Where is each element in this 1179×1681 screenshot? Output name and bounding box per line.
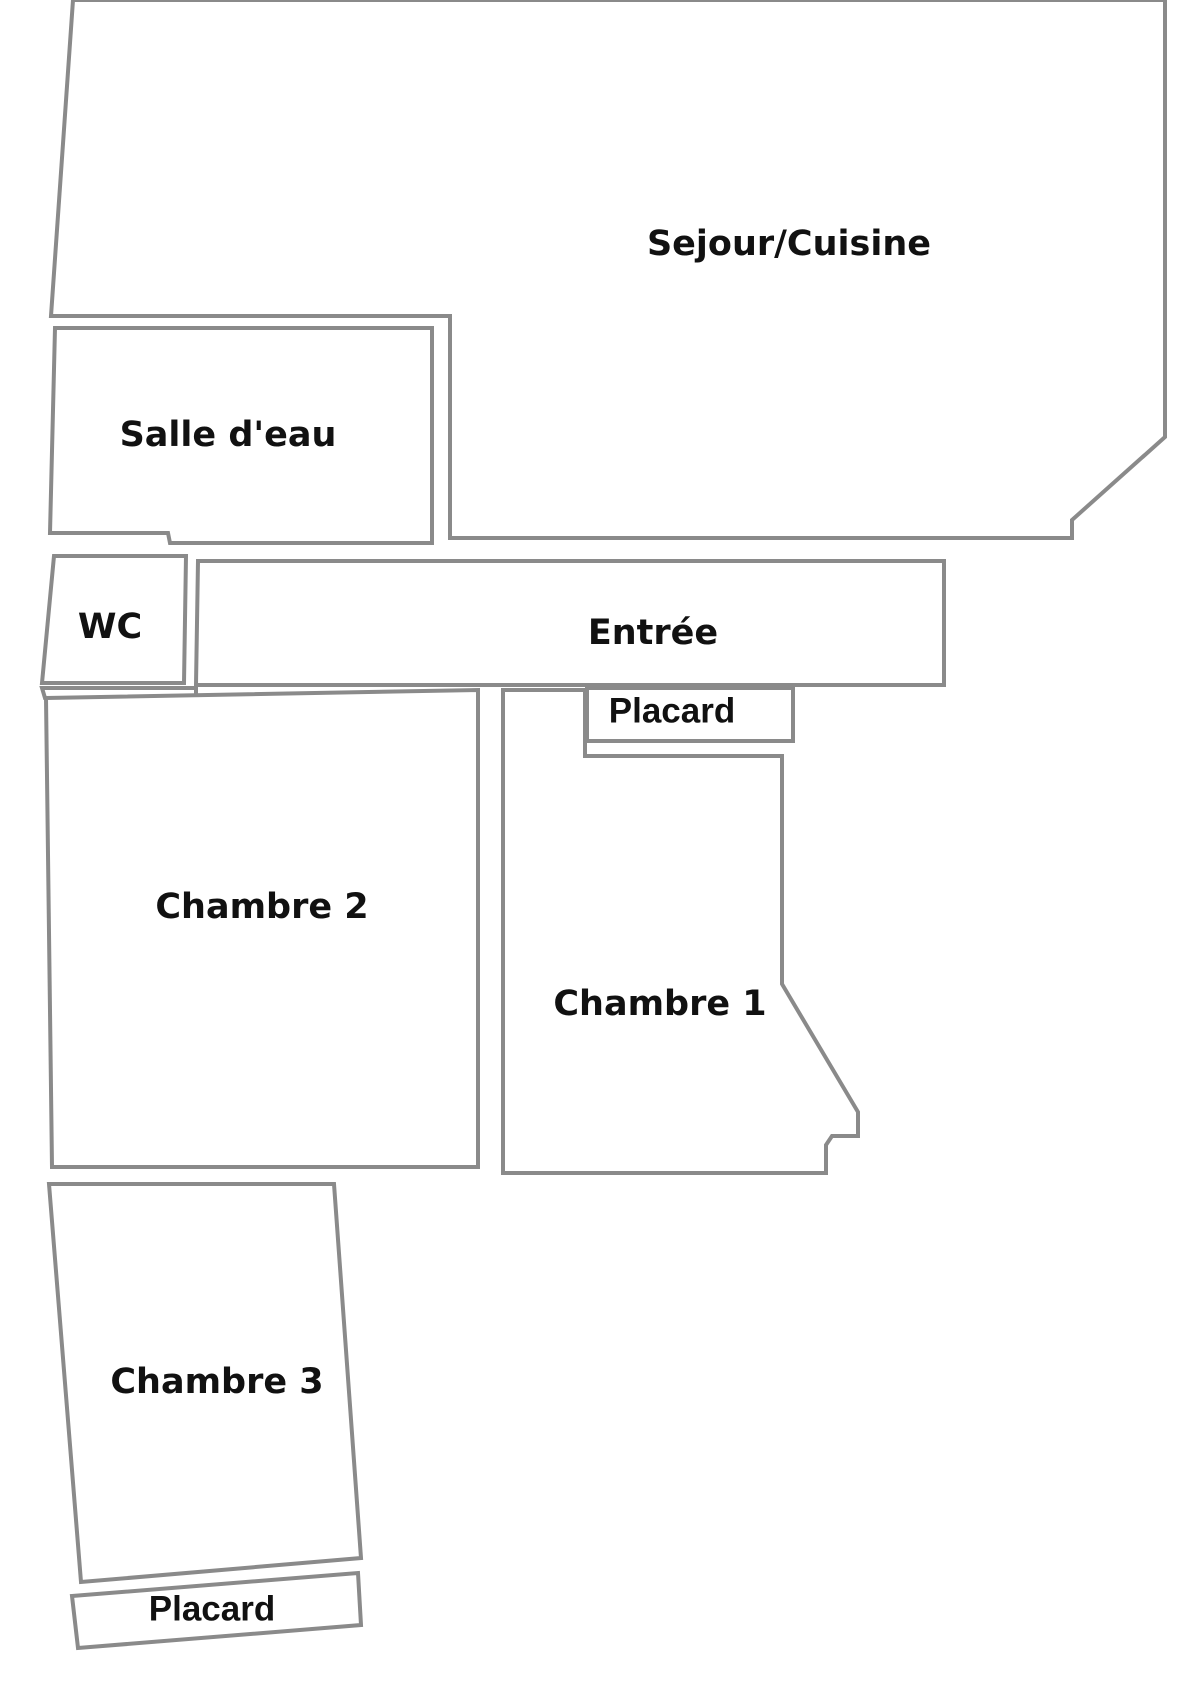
room-salle-deau-label: Salle d'eau	[120, 415, 337, 455]
room-chambre-2-label: Chambre 2	[155, 887, 368, 927]
room-sejour-cuisine-outline	[48, 0, 1167, 540]
room-placard-chambre-3-label: Placard	[149, 1589, 275, 1628]
room-chambre-2-outline	[43, 687, 480, 1169]
room-placard-chambre-3: Placard	[69, 1570, 364, 1651]
room-chambre-3-label: Chambre 3	[110, 1362, 323, 1402]
room-wc: WC	[39, 554, 189, 685]
room-chambre-1-label: Chambre 1	[553, 984, 766, 1024]
room-entree-outline	[193, 559, 946, 687]
room-sejour-cuisine: Sejour/Cuisine	[48, 0, 1167, 540]
room-entree: Entrée	[193, 559, 946, 687]
room-placard-entree: Placard	[585, 686, 795, 743]
room-wc-label: WC	[78, 607, 142, 647]
room-wc-outline	[39, 554, 189, 685]
room-chambre-2: Chambre 2	[43, 687, 480, 1169]
room-placard-chambre-3-outline	[69, 1570, 364, 1651]
room-salle-deau: Salle d'eau	[47, 326, 434, 545]
room-chambre-1-outline	[501, 688, 860, 1175]
room-salle-deau-outline	[47, 326, 434, 545]
room-chambre-1: Chambre 1	[501, 688, 860, 1175]
room-chambre-3-outline	[46, 1182, 364, 1585]
room-placard-entree-label: Placard	[609, 691, 735, 730]
room-entree-label: Entrée	[588, 613, 718, 653]
room-sejour-cuisine-label: Sejour/Cuisine	[647, 224, 931, 264]
room-chambre-3: Chambre 3	[46, 1182, 364, 1585]
